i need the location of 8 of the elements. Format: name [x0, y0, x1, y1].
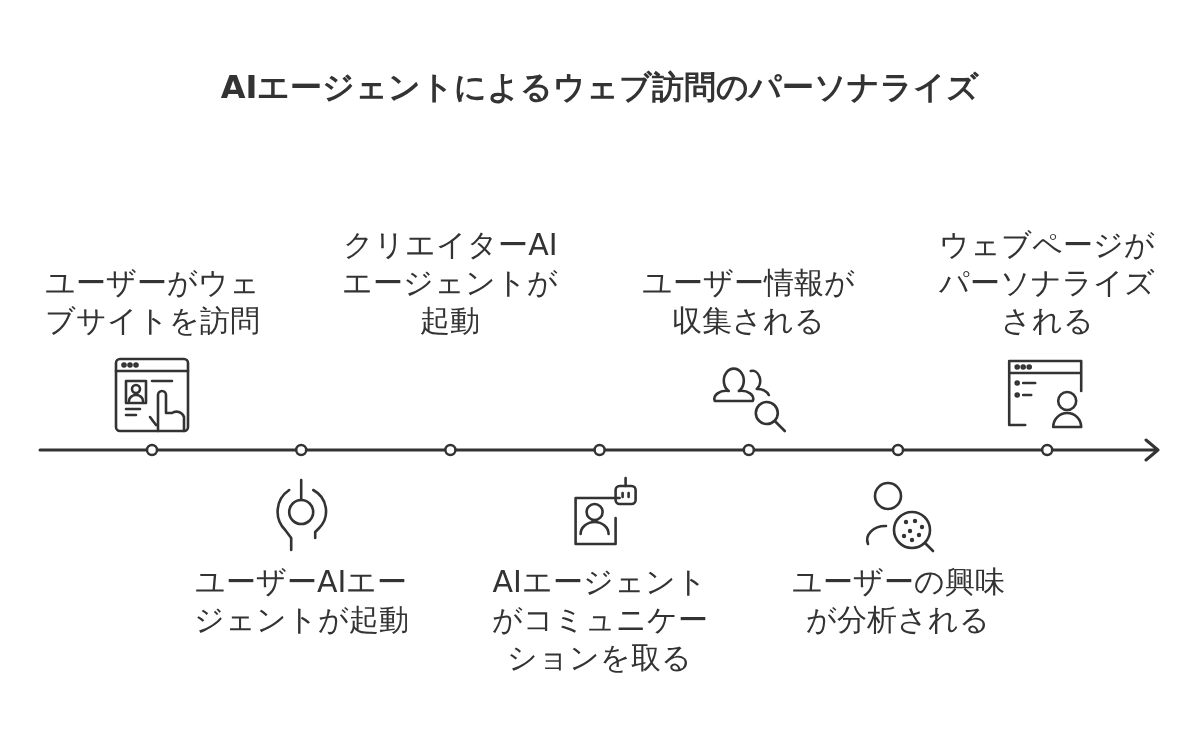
step-label: ウェブページがパーソナライズされる [938, 226, 1157, 340]
step-label: AIエージェントがコミュニケーションを取る [490, 563, 709, 677]
step-label: ユーザーの興味が分析される [790, 563, 1006, 639]
step-label: ユーザーがウェブサイトを訪問 [43, 264, 261, 340]
step-label: ユーザー情報が収集される [641, 264, 857, 340]
step-label: ユーザーAIエージェントが起動 [192, 563, 410, 639]
step-label: クリエイターAIエージェントが起動 [341, 226, 560, 340]
diagram-title: AIエージェントによるウェブ訪問のパーソナライズ [219, 67, 981, 108]
